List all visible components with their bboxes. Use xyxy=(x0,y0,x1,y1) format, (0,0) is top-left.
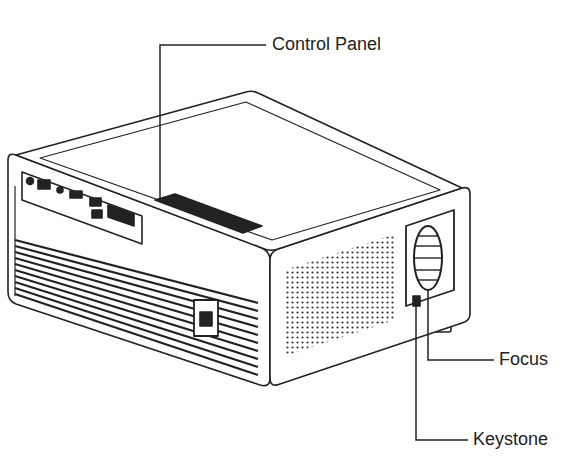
callout-label: Focus xyxy=(497,349,550,371)
port xyxy=(27,178,34,185)
power-socket xyxy=(200,312,212,326)
side-vent xyxy=(285,234,395,356)
lens-ring xyxy=(414,236,442,280)
callout-label: Keystone xyxy=(471,429,550,451)
port xyxy=(90,198,101,206)
leader-lines xyxy=(160,45,494,440)
port xyxy=(92,210,102,218)
edge-line xyxy=(14,186,15,296)
port-panel xyxy=(22,172,142,244)
top-face xyxy=(16,91,462,250)
vent-louvers xyxy=(15,240,258,375)
port xyxy=(108,205,134,226)
power-socket xyxy=(194,300,218,336)
callout-label: Control Panel xyxy=(270,34,383,56)
port xyxy=(70,191,82,198)
port xyxy=(38,180,50,189)
keystone-knob xyxy=(413,296,420,306)
port xyxy=(57,187,63,193)
lens-recess xyxy=(406,210,454,306)
lens xyxy=(414,226,442,290)
control-panel xyxy=(155,194,262,233)
